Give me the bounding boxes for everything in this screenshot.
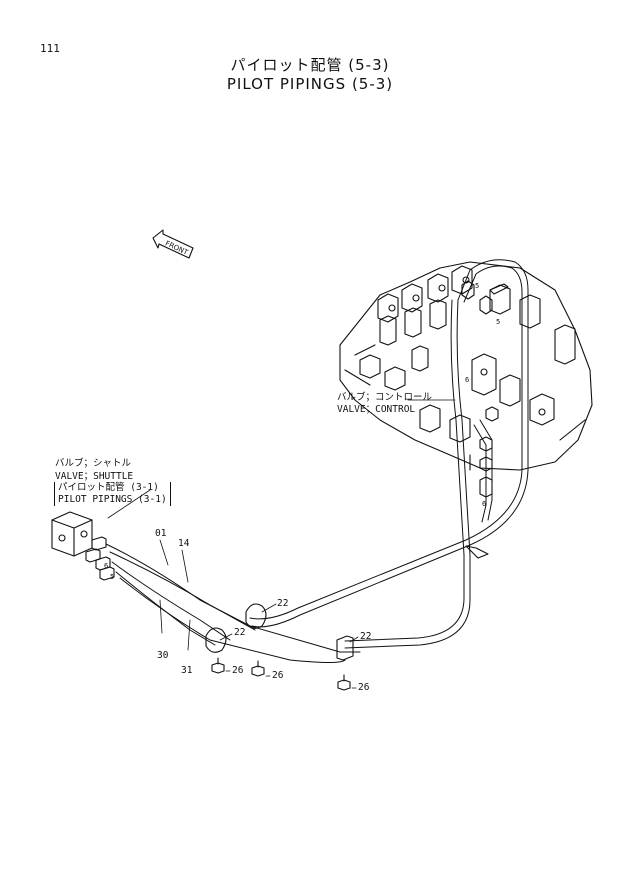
port-label: 6: [104, 562, 109, 570]
port-label: 5: [110, 573, 115, 581]
part-number-26-right: 26: [358, 682, 370, 693]
valve-fittings: [461, 280, 509, 498]
front-arrow-label: FRONT: [164, 239, 190, 257]
hose-clamps: [205, 545, 489, 661]
port-label: 6: [465, 376, 470, 384]
reference-label-en: PILOT PIPINGS (3-1): [58, 494, 167, 505]
part-number-22-middle: 22: [234, 627, 246, 638]
page-title-jp: パイロット配管 (5-3): [230, 56, 390, 74]
part-number-26-left: 26: [232, 665, 244, 676]
bolts: [211, 657, 351, 691]
control-valve-drawing: [339, 261, 593, 471]
pilot-hoses: [105, 259, 529, 663]
part-number-22-upper: 22: [277, 598, 289, 609]
shuttle-valve-label-jp: バルブ；シャトル: [55, 458, 132, 469]
part-number-01: 01: [155, 528, 167, 539]
port-label: 5: [475, 282, 480, 290]
shuttle-valve-label-en: VALVE；SHUTTLE: [55, 471, 134, 482]
part-number-26-middle: 26: [272, 670, 284, 681]
reference-label-jp: パイロット配管 (3-1): [58, 482, 159, 493]
page-title-en: PILOT PIPINGS (5-3): [226, 75, 394, 93]
part-number-14: 14: [178, 538, 190, 549]
page-number: 111: [40, 42, 60, 55]
part-number-31: 31: [181, 665, 193, 676]
reference-block: パイロット配管 (3-1) PILOT PIPINGS (3-1): [54, 482, 171, 506]
port-label: 5: [496, 318, 501, 326]
port-label: 6: [482, 500, 487, 508]
part-number-22-right: 22: [360, 631, 372, 642]
control-valve-label-jp: バルブ；コントロール: [337, 392, 433, 403]
front-arrow: FRONT: [152, 229, 194, 259]
leader-lines: [107, 399, 456, 689]
control-valve-label-en: VALVE；CONTROL: [337, 404, 416, 415]
shuttle-valve-drawing: [51, 511, 115, 581]
part-number-30: 30: [157, 650, 169, 661]
